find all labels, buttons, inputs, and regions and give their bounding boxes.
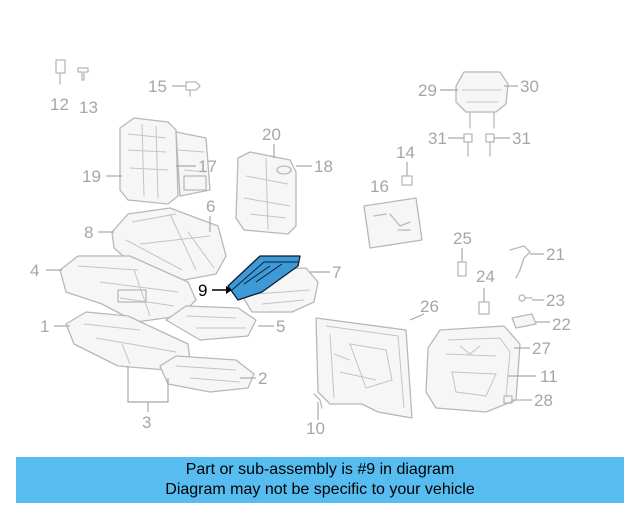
callout-22: 22 <box>552 315 571 334</box>
callout-20: 20 <box>262 125 281 144</box>
clip-part-12 <box>55 59 66 85</box>
banner-line-2: Diagram may not be specific to your vehi… <box>165 481 475 498</box>
info-banner: Part or sub-assembly is #9 in diagram Di… <box>16 457 624 503</box>
callout-9: 9 <box>198 281 207 300</box>
callout-17: 17 <box>198 157 217 176</box>
callout-26: 26 <box>420 297 439 316</box>
bolt-part-28 <box>503 395 525 404</box>
callout-11: 11 <box>540 367 558 386</box>
callout-29: 29 <box>418 81 437 100</box>
highlighted-part-9 <box>227 255 301 301</box>
callout-25: 25 <box>453 229 472 248</box>
hardware-kit-part-16 <box>363 197 423 249</box>
seatback-part-18 <box>235 151 297 235</box>
post-part-31-right <box>485 133 495 157</box>
callout-8: 8 <box>84 223 93 242</box>
clip-part-15 <box>185 81 201 97</box>
parts-diagram: 12 13 15 19 17 20 18 8 6 4 <box>30 59 571 438</box>
callout-10: 10 <box>306 419 325 438</box>
callout-6: 6 <box>206 197 215 216</box>
callout-21: 21 <box>546 245 565 264</box>
callout-3: 3 <box>142 413 151 432</box>
back-panel-part-26 <box>313 317 413 419</box>
callout-24: 24 <box>476 267 495 286</box>
clip-part-25 <box>457 261 467 277</box>
callout-30: 30 <box>520 77 539 96</box>
headrest-part-30 <box>455 71 509 129</box>
callout-15: 15 <box>148 77 167 96</box>
clip-part-23 <box>518 294 533 302</box>
callout-2: 2 <box>258 369 267 388</box>
callout-19: 19 <box>82 167 101 186</box>
post-part-31-left <box>463 133 473 157</box>
callout-7: 7 <box>332 263 341 282</box>
seatback-part-19 <box>119 117 211 205</box>
callout-23: 23 <box>546 291 565 310</box>
callout-27: 27 <box>532 339 551 358</box>
callout-16: 16 <box>370 177 389 196</box>
cover-part-22 <box>511 313 537 329</box>
banner-line-1: Part or sub-assembly is #9 in diagram <box>185 461 455 478</box>
bolt-part-14 <box>401 175 413 186</box>
callout-31-left: 31 <box>428 129 447 148</box>
callout-4: 4 <box>30 261 39 280</box>
callout-31-right: 31 <box>512 129 531 148</box>
latch-part-21 <box>509 245 531 279</box>
back-panel-part-27 <box>425 325 521 413</box>
seat-frame-part-2 <box>159 355 255 393</box>
callout-13: 13 <box>79 98 98 117</box>
callout-5: 5 <box>276 317 285 336</box>
callout-14: 14 <box>396 143 415 162</box>
clip-part-13 <box>77 67 89 81</box>
callout-28: 28 <box>534 391 553 410</box>
callout-12: 12 <box>50 95 69 114</box>
clip-part-24 <box>478 301 490 315</box>
pad-part-5 <box>165 305 257 341</box>
callout-18: 18 <box>314 157 333 176</box>
callout-1: 1 <box>40 317 49 336</box>
